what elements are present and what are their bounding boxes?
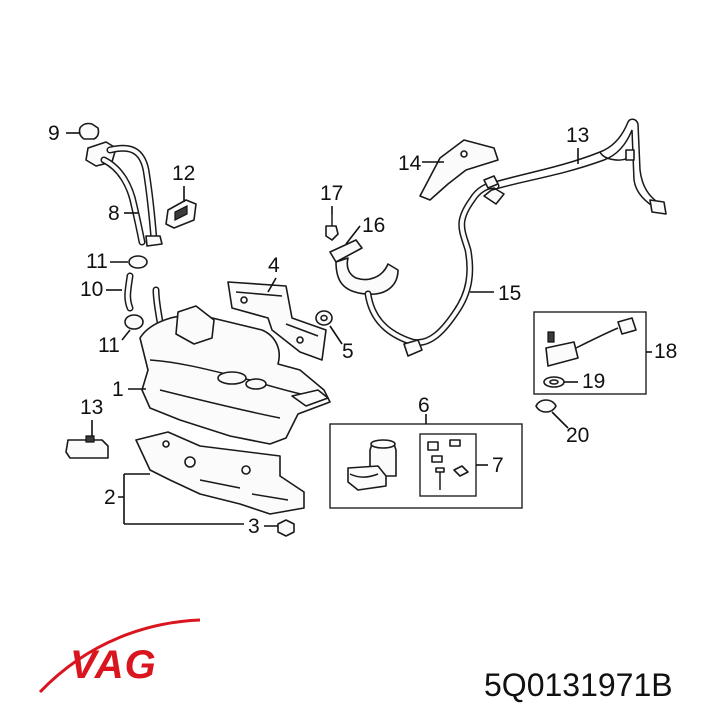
- part-18-fastener: [325, 214, 339, 241]
- part-number: 5Q0131971B: [484, 667, 673, 703]
- callout-20: 19: [582, 370, 605, 393]
- callout-4: 4: [268, 254, 280, 277]
- part-17-clip: [329, 239, 399, 295]
- callout-18: 17: [320, 182, 343, 205]
- callout-9: 9: [48, 122, 60, 145]
- callout-14: 13: [566, 124, 589, 147]
- part-9-cap: [78, 122, 100, 140]
- leader-2: [118, 473, 150, 524]
- vag-logo-text: VAG: [70, 643, 157, 687]
- part-6-box: [329, 423, 523, 509]
- leader-3: [124, 523, 278, 527]
- callout-7: 7: [492, 454, 504, 477]
- callout-2: 2: [104, 486, 116, 509]
- part-15-bracket: [419, 139, 499, 201]
- part-1-tank: [139, 305, 331, 445]
- callout-11-lower: 11: [98, 334, 120, 357]
- callout-1: 1: [112, 378, 124, 401]
- part-2-under-shield: [135, 431, 305, 515]
- part-20-seal: [543, 376, 565, 388]
- part-11-clamp-lower: [124, 314, 144, 330]
- leader-17: [345, 225, 361, 245]
- part-14-wiring: [483, 118, 667, 215]
- callout-11-upper: 11: [86, 250, 108, 273]
- part-3-nut: [277, 519, 295, 537]
- part-5-grommet: [315, 310, 333, 326]
- callout-6: 6: [418, 394, 430, 417]
- callout-13: 13: [80, 396, 103, 419]
- leader-11-lower: [121, 329, 131, 341]
- callout-5: 5: [342, 340, 354, 363]
- leader-4: [267, 277, 277, 293]
- callout-3: 3: [248, 515, 260, 538]
- callout-10: 10: [80, 278, 103, 301]
- part-13-sensor: [65, 435, 109, 459]
- callout-15: 14: [398, 152, 422, 175]
- callout-21: 20: [566, 424, 589, 447]
- callout-12: 12: [172, 162, 195, 185]
- part-12-bracket: [165, 199, 197, 229]
- part-7-box: [419, 433, 477, 497]
- callout-16: 15: [498, 282, 521, 305]
- part-4-heat-shield: [227, 281, 327, 361]
- part-10-hose: [124, 272, 134, 312]
- vag-logo: VAG: [38, 618, 201, 694]
- leader-5: [329, 325, 343, 345]
- part-21-lock-ring: [535, 399, 557, 413]
- part-19-box: [533, 311, 647, 395]
- part-8-filler-pipe: [85, 141, 163, 247]
- callout-8: 8: [108, 202, 120, 225]
- leader-21: [551, 411, 569, 429]
- callout-19: 18: [654, 340, 677, 363]
- part-16-fuel-hose: [364, 182, 505, 357]
- callout-17: 16: [362, 214, 385, 237]
- part-11-clamp-upper: [128, 255, 148, 269]
